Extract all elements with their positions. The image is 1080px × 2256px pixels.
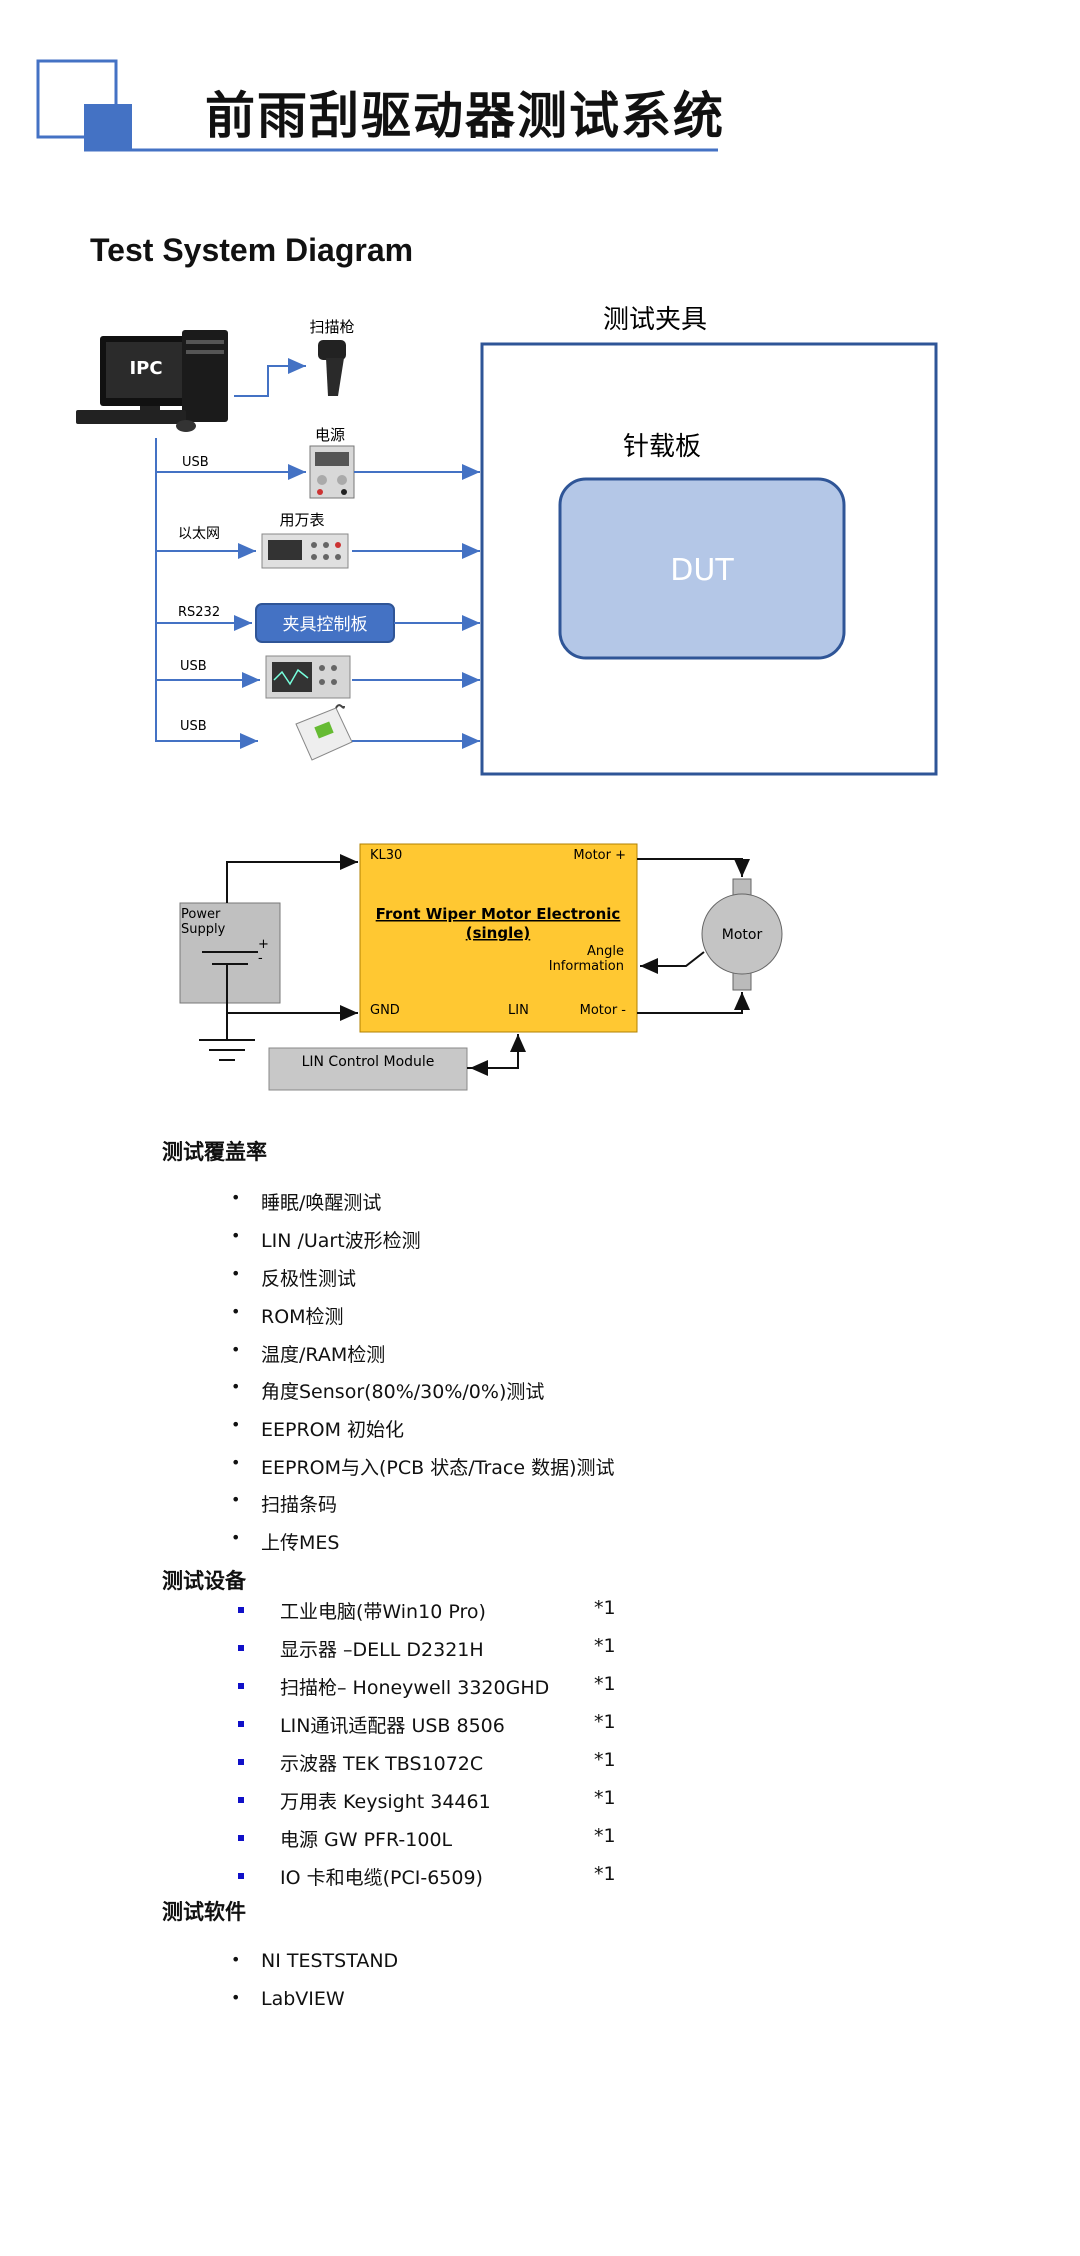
list-item: •角度Sensor(80%/30%/0%)测试 [231, 1377, 545, 1403]
bullet-icon [238, 1607, 244, 1613]
list-item: •EEPROM 初始化 [231, 1415, 405, 1441]
test-system-diagram: 测试夹具 针载板 DUT IPC 扫描枪 电源 USB 用万表 [76, 305, 938, 776]
fixture-label: 测试夹具 [603, 305, 707, 335]
bullet-icon [238, 1835, 244, 1841]
bullet-icon [238, 1683, 244, 1689]
software-title: 测试软件 [162, 1900, 246, 1924]
ecu-title-1: Front Wiper Motor Electronic [376, 905, 621, 923]
needle-board-label: 针载板 [623, 432, 701, 462]
pin-lin: LIN [508, 1003, 529, 1018]
equipment-row: 示波器 TEK TBS1072C*1 [238, 1749, 780, 1777]
lin-module-box [268, 1047, 468, 1091]
equipment-row: 万用表 Keysight 34461*1 [238, 1787, 780, 1815]
battery-plus: + [258, 937, 269, 952]
conn-label-usb-3: USB [180, 719, 207, 734]
header-decoration [0, 0, 1080, 160]
dut-label: DUT [670, 553, 734, 588]
conn-label-usb-2: USB [180, 659, 207, 674]
bullet-icon [238, 1873, 244, 1879]
conn-label-ethernet: 以太网 [178, 526, 220, 542]
ipc-label: IPC [129, 358, 162, 379]
dut-box [558, 477, 846, 660]
ipc-computer-icon [76, 330, 228, 432]
equipment-title: 测试设备 [162, 1569, 246, 1593]
conn-label-rs232: RS232 [178, 605, 220, 620]
list-item: •LabVIEW [231, 1988, 345, 2010]
list-item: •EEPROM与入(PCB 状态/Trace 数据)测试 [231, 1453, 615, 1479]
bullet-icon [238, 1797, 244, 1803]
angle-info-2: Information [549, 959, 624, 974]
header-logo-squares [36, 59, 718, 152]
motor-circle [701, 893, 783, 975]
list-item: •LIN /Uart波形检测 [231, 1226, 421, 1252]
bullet-icon [238, 1721, 244, 1727]
page-title: 前雨刮驱动器测试系统 [205, 86, 725, 145]
pin-motor-minus: Motor - [580, 1003, 627, 1018]
bullet-icon [238, 1645, 244, 1651]
oscilloscope-icon [265, 655, 351, 699]
equipment-row: 工业电脑(带Win10 Pro)*1 [238, 1597, 780, 1625]
conn-label-usb-1: USB [182, 455, 209, 470]
power-supply-icon [309, 445, 355, 499]
equipment-row: IO 卡和电缆(PCI-6509)*1 [238, 1863, 780, 1891]
scanner-icon [318, 340, 346, 396]
ecu-box [359, 843, 638, 1033]
list-item: •睡眠/唤醒测试 [231, 1188, 382, 1214]
lin-module-label: LIN Control Module [302, 1054, 435, 1070]
pin-kl30: KL30 [370, 848, 402, 863]
control-board-label: 夹具控制板 [283, 615, 368, 635]
pin-motor-plus: Motor + [573, 848, 626, 863]
list-item: •ROM检测 [231, 1302, 344, 1328]
pin-gnd: GND [370, 1003, 400, 1018]
equipment-row: 电源 GW PFR-100L*1 [238, 1825, 780, 1853]
power-label: 电源 [315, 426, 345, 444]
angle-info-1: Angle [587, 944, 624, 959]
section-heading: Test System Diagram [90, 232, 414, 268]
coverage-title: 测试覆盖率 [162, 1140, 267, 1164]
multimeter-label: 用万表 [279, 511, 324, 529]
ecu-title-2: (single) [466, 924, 531, 942]
multimeter-icon [261, 533, 349, 569]
list-item: •上传MES [231, 1528, 340, 1554]
equipment-row: LIN通讯适配器 USB 8506*1 [238, 1711, 780, 1739]
list-item: •温度/RAM检测 [231, 1340, 386, 1366]
scanner-label: 扫描枪 [309, 318, 354, 336]
list-item: •反极性测试 [231, 1264, 357, 1290]
list-item: •NI TESTSTAND [231, 1950, 399, 1972]
lin-adapter-icon [295, 704, 353, 761]
power-supply-label-2: Supply [181, 922, 226, 937]
power-supply-label-1: Power [181, 907, 221, 922]
wiring-diagram: Power Supply + - Front Wiper Motor Elect… [179, 843, 783, 1091]
bullet-icon [238, 1759, 244, 1765]
battery-minus: - [258, 951, 263, 966]
motor-label: Motor [722, 927, 763, 943]
equipment-row: 显示器 –DELL D2321H*1 [238, 1635, 780, 1663]
list-item: •扫描条码 [231, 1490, 338, 1516]
equipment-row: 扫描枪– Honeywell 3320GHD*1 [238, 1673, 780, 1701]
